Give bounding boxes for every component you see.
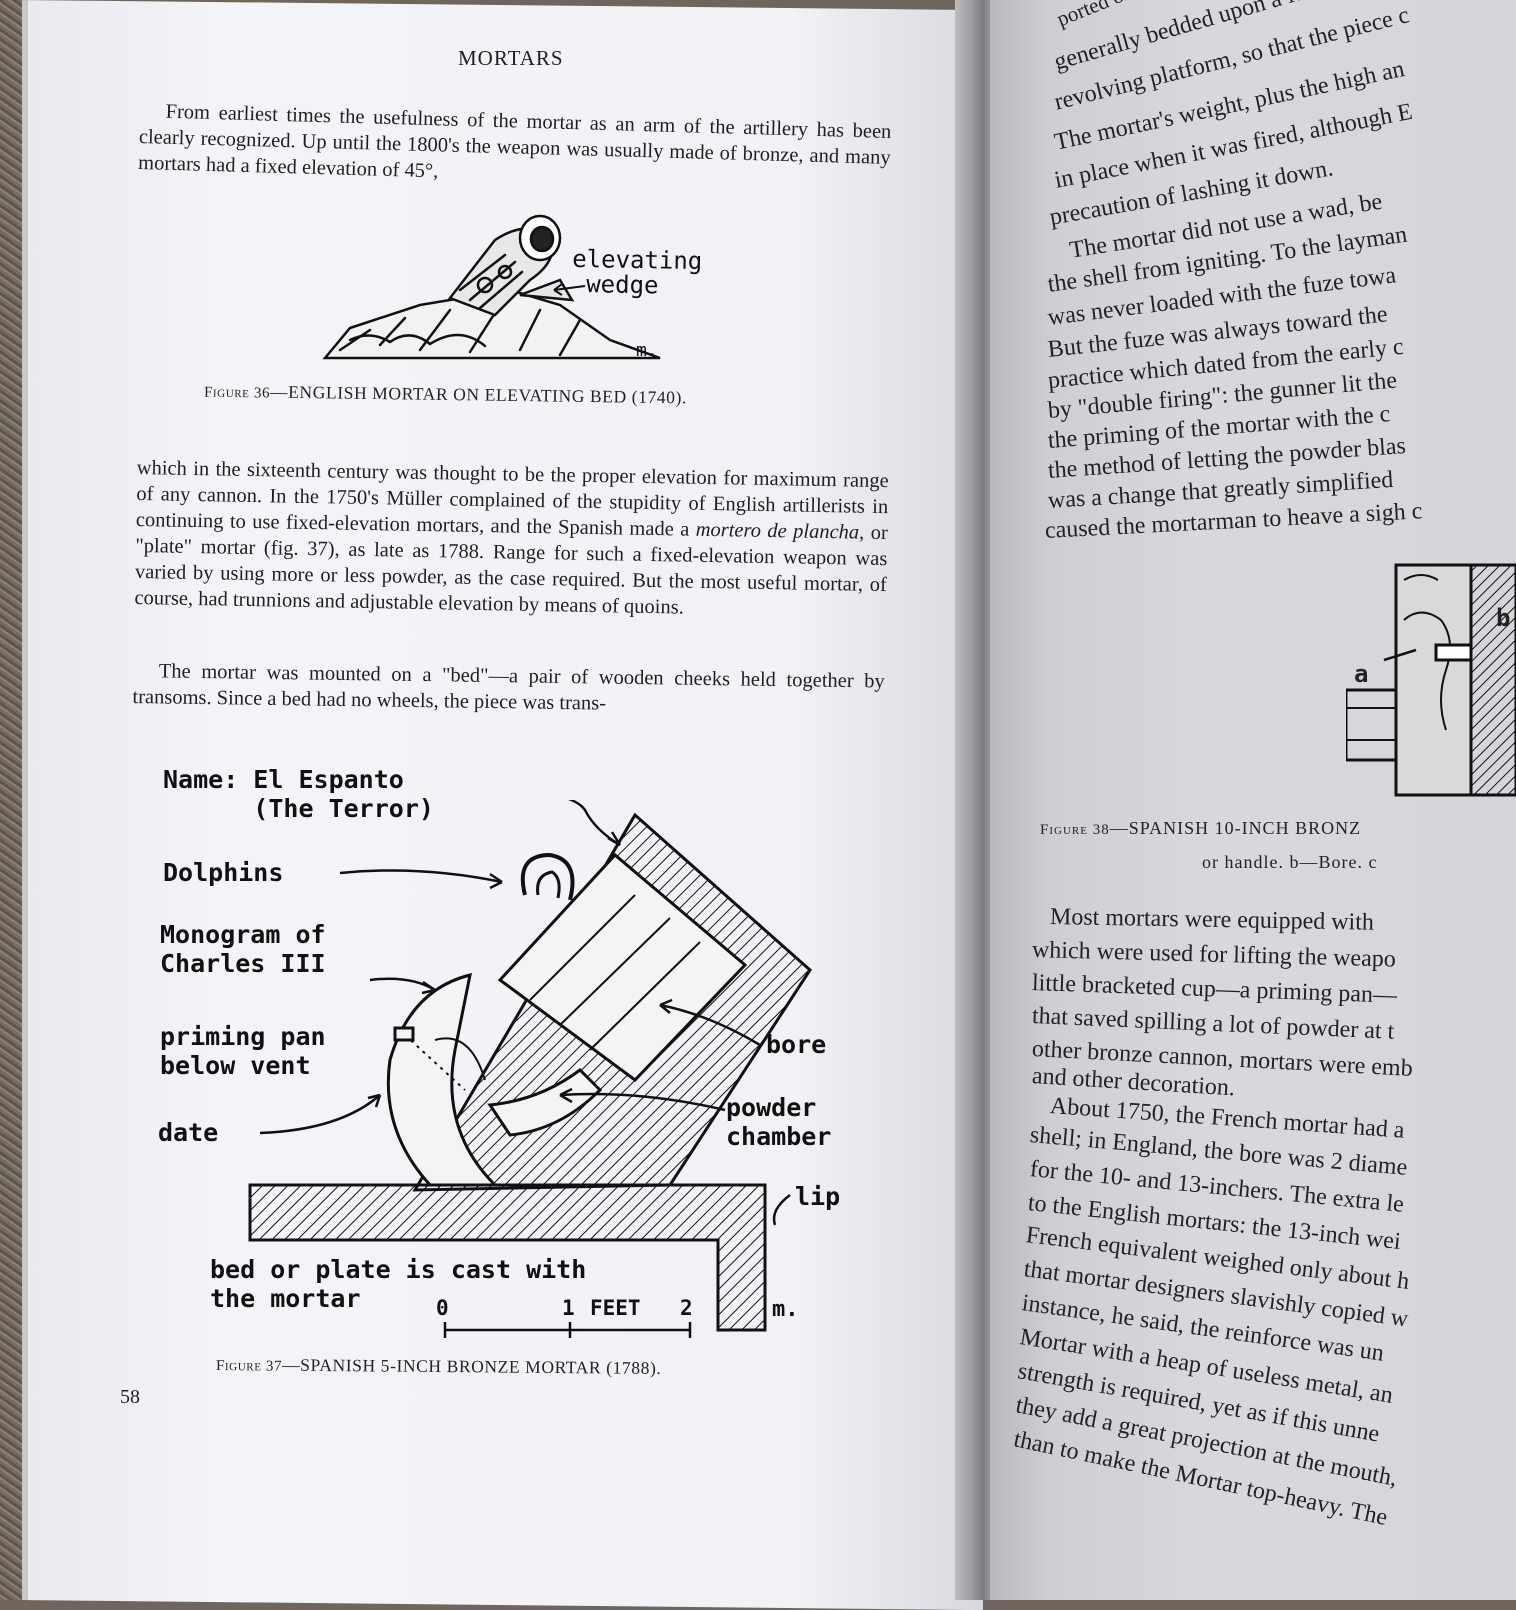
label-dolphins: Dolphins [163, 858, 284, 887]
label-date: date [158, 1118, 219, 1147]
figure-36-illustration [322, 214, 661, 360]
scale-label-2: 2 [680, 1296, 693, 1320]
book-spine [955, 0, 995, 1600]
paragraph-3: The mortar was mounted on a "bed"—a pair… [132, 660, 885, 715]
figure-38-number: Figure 38 [1040, 822, 1110, 838]
figure-38-illustration [1346, 563, 1516, 797]
figure-38-label-b: b [1496, 604, 1511, 632]
figure-38-caption-line-2: or handle. b—Bore. c [1202, 852, 1378, 872]
figure-38-label-a: a [1354, 660, 1369, 688]
figure-37-caption: Figure 37—SPANISH 5-INCH BRONZE MORTAR (… [216, 1354, 662, 1379]
label-priming-pan: priming pan below vent [160, 1022, 326, 1080]
figure-37-illustration [248, 800, 812, 1338]
figure-37-artist-mark: m. [772, 1297, 799, 1322]
right-page [990, 0, 1516, 1600]
label-mortar-name: Name: El Espanto (The Terror) [163, 765, 434, 823]
paragraph-2: which in the sixteenth century was thoug… [134, 456, 889, 619]
page-number: 58 [120, 1386, 140, 1408]
figure-37-caption-text: —SPANISH 5-INCH BRONZE MORTAR (1788). [282, 1354, 662, 1378]
figure-36-artist-mark: m. [636, 340, 658, 361]
label-bore: bore [766, 1030, 827, 1059]
label-monogram: Monogram of Charles III [160, 920, 326, 978]
arrow-elevating-wedge [553, 283, 586, 296]
scale-label-0: 0 [436, 1296, 449, 1320]
figure-37-number: Figure 37 [215, 1358, 283, 1375]
scale-label-feet: FEET [590, 1296, 641, 1320]
figure-36-number: Figure 36 [203, 384, 271, 402]
label-bed-plate: bed or plate is cast with the mortar [210, 1255, 587, 1313]
scale-label-1: 1 [562, 1296, 575, 1320]
right-line: Most mortars were equipped with [1049, 904, 1375, 936]
figure-38-caption-text: —SPANISH 10-INCH BRONZ [1109, 818, 1362, 838]
label-powder-chamber: powder chamber [726, 1093, 832, 1151]
label-elevating-wedge: elevating wedge [571, 244, 703, 300]
running-head: MORTARS [458, 46, 564, 70]
figure-38-caption: Figure 38—SPANISH 10-INCH BRONZ [1040, 818, 1361, 839]
label-lip: lip [795, 1182, 841, 1211]
